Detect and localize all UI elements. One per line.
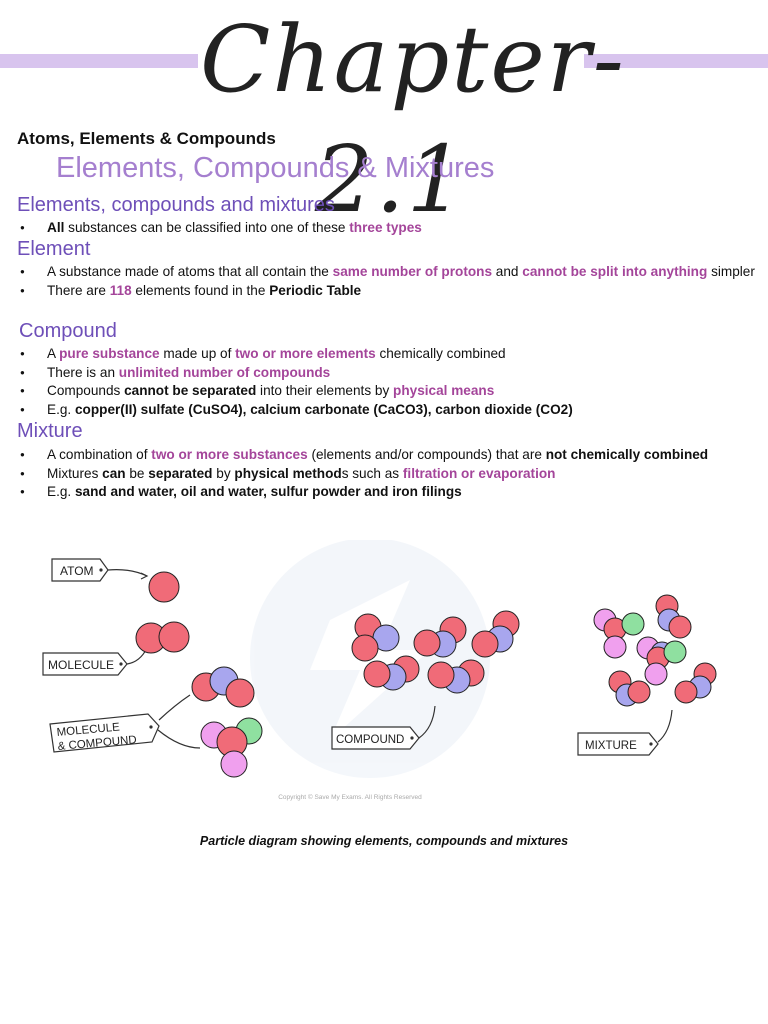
bullet-text: Mixtures [47, 465, 103, 481]
mc-arrow-down [157, 729, 201, 749]
bullet-text: three types [349, 220, 422, 235]
bullet-text: All [47, 220, 65, 235]
mc-arrow-up [158, 694, 191, 721]
mixture-particle [644, 662, 668, 686]
subject-heading: Atoms, Elements & Compounds [17, 129, 276, 148]
atom-tag: ATOM [51, 558, 109, 582]
bullet-text: filtration or evaporation [402, 465, 556, 481]
atom-label: ATOM [60, 564, 94, 578]
mixture-particle [663, 640, 687, 664]
mixture-particle [627, 680, 651, 704]
bullet-item: Compounds cannot be separated into their… [0, 382, 768, 401]
compound-particle [427, 661, 455, 689]
bullet-text: and [492, 264, 523, 279]
mixture-tag: MIXTURE [577, 732, 659, 756]
bullet-text: sand and water, oil and water, sulfur po… [74, 484, 462, 500]
bullet-text: two or more elements [235, 346, 376, 361]
bullet-text: by [212, 465, 235, 481]
bullet-text: physical method [234, 465, 342, 481]
molecule-compound-tag: MOLECULE & COMPOUND [49, 713, 160, 753]
bullet-text: made up of [159, 346, 236, 361]
copyright-text: Copyright © Save My Exams. All Rights Re… [278, 793, 422, 801]
bullet-text: physical means [393, 383, 495, 399]
bullet-text: pure substance [59, 346, 160, 361]
section-heading-element: Element [17, 238, 91, 260]
bullet-text: same number of protons [332, 264, 493, 279]
mc-molecule-red-2 [225, 678, 255, 708]
banner-stripe-right [584, 54, 768, 68]
element-bullet-list: A substance made of atoms that all conta… [0, 263, 768, 300]
compound-tag: COMPOUND [331, 726, 420, 750]
molecule-label: MOLECULE [48, 658, 114, 672]
molecule-compound-label-1: MOLECULE [56, 721, 120, 738]
section-heading-intro: Elements, compounds and mixtures [17, 194, 335, 216]
bullet-text: cannot be separated [124, 383, 257, 399]
figure-caption: Particle diagram showing elements, compo… [199, 834, 569, 848]
particle-diagram: Copyright © Save My Exams. All Rights Re… [42, 540, 717, 801]
compound-particle [413, 629, 441, 657]
mixture-particle [603, 635, 627, 659]
bullet-text: two or more substances [151, 447, 308, 462]
compound-particle [351, 634, 379, 662]
bullet-item: A combination of two or more substances … [0, 446, 768, 465]
bullet-item: A substance made of atoms that all conta… [0, 263, 768, 282]
mixture-particle [674, 680, 698, 704]
bullet-text: There are [47, 282, 110, 298]
mc-compound-pink-2 [220, 750, 248, 778]
compound-particle [363, 660, 391, 688]
bullet-text: 118 [109, 282, 132, 298]
molecule-atom-2 [158, 621, 190, 653]
bullet-item: All substances can be classified into on… [0, 219, 768, 238]
bullet-text: (elements and/or compounds) that are [307, 447, 546, 462]
banner-stripe-left [0, 54, 198, 68]
bullet-text: be [125, 465, 149, 481]
atom-particle [148, 571, 180, 603]
section-heading-mixture: Mixture [17, 420, 83, 442]
bullet-text: unlimited number of compounds [118, 364, 331, 380]
section-heading-compound: Compound [19, 320, 117, 342]
bullet-text: chemically combined [375, 346, 506, 361]
mixture-bullet-list: A combination of two or more substances … [0, 446, 768, 502]
bullet-item: E.g. copper(II) sulfate (CuSO4), calcium… [0, 401, 768, 420]
intro-bullet-list: All substances can be classified into on… [0, 219, 768, 238]
mixture-particle [668, 615, 692, 639]
bullet-text: elements found in the [131, 282, 270, 298]
mixture-arrow [657, 709, 673, 743]
bullet-text: s such as [341, 465, 403, 481]
bullet-text: into their elements by [256, 383, 394, 399]
bullet-item: E.g. sand and water, oil and water, sulf… [0, 483, 768, 502]
bullet-text: E.g. [47, 401, 75, 417]
compound-bullet-list: A pure substance made up of two or more … [0, 345, 768, 419]
bullet-text: Compounds [47, 383, 125, 399]
bullet-text: substances can be classified into one of… [64, 220, 350, 235]
bullet-item: There is an unlimited number of compound… [0, 364, 768, 383]
mixture-particle [621, 612, 645, 636]
bullet-text: A substance made of atoms that all conta… [47, 264, 333, 279]
compound-label: COMPOUND [336, 734, 404, 746]
bullet-text: simpler [707, 264, 755, 279]
bullet-text: cannot be split into anything [522, 264, 708, 279]
compound-arrow [418, 705, 436, 739]
bullet-text: There is an [47, 364, 119, 380]
chapter-title: Chapter-2.1 [200, 6, 626, 233]
bullet-text: A [47, 346, 60, 361]
atom-arrowhead [140, 572, 149, 580]
bullet-text: Periodic Table [269, 282, 362, 298]
mixture-label: MIXTURE [585, 740, 637, 752]
bullet-text: not chemically combined [545, 447, 709, 462]
bullet-item: Mixtures can be separated by physical me… [0, 465, 768, 484]
bullet-item: There are 118 elements found in the Peri… [0, 282, 768, 301]
compound-particle [471, 630, 499, 658]
bullet-text: separated [148, 465, 213, 481]
molecule-tag: MOLECULE [42, 652, 128, 676]
bullet-text: can [102, 465, 126, 481]
bullet-item: A pure substance made up of two or more … [0, 345, 768, 364]
page-title: Elements, Compounds & Mixtures [56, 152, 495, 184]
bullet-text: copper(II) sulfate (CuSO4), calcium carb… [74, 401, 573, 417]
bullet-text: A combination of [47, 447, 152, 462]
bullet-text: E.g. [47, 484, 75, 500]
